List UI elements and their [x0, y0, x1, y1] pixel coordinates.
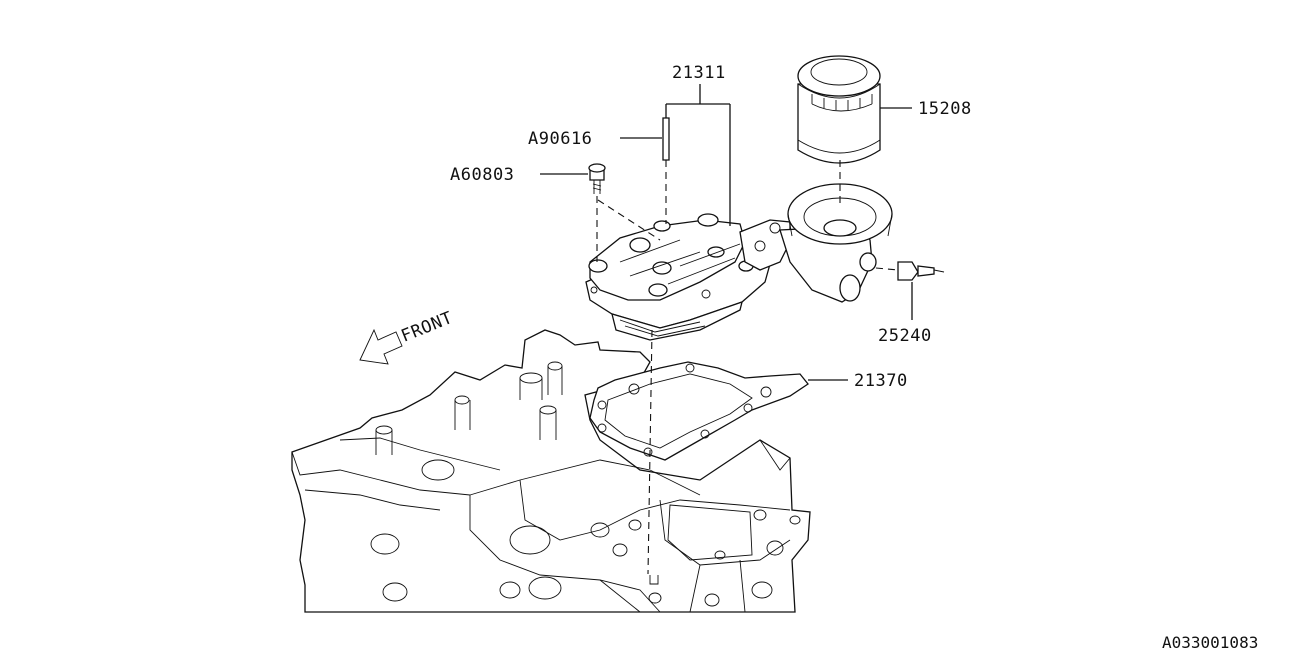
front-label: FRONT: [398, 308, 455, 347]
oil-pressure-switch-25240: [897, 261, 945, 281]
filter-mount: [779, 183, 893, 303]
oil-filter-15208: [797, 55, 881, 164]
bolt-a60803: [588, 163, 606, 194]
oil-cooler-housing-21311: [585, 213, 791, 341]
leader-lines: [540, 84, 913, 381]
diagram-reference-code: A033001083: [1162, 633, 1258, 652]
callout-a90616: A90616: [528, 129, 592, 149]
callout-a60803: A60803: [450, 165, 514, 185]
callout-21311: 21311: [672, 63, 726, 83]
assembly-lines: [596, 160, 899, 575]
callout-15208: 15208: [918, 99, 972, 119]
callout-21370: 21370: [854, 371, 908, 391]
callout-25240: 25240: [878, 326, 932, 346]
engine-block: [291, 329, 811, 613]
gasket-21370: [589, 361, 809, 461]
stud-a90616: [662, 117, 670, 161]
front-arrow: [359, 328, 403, 365]
